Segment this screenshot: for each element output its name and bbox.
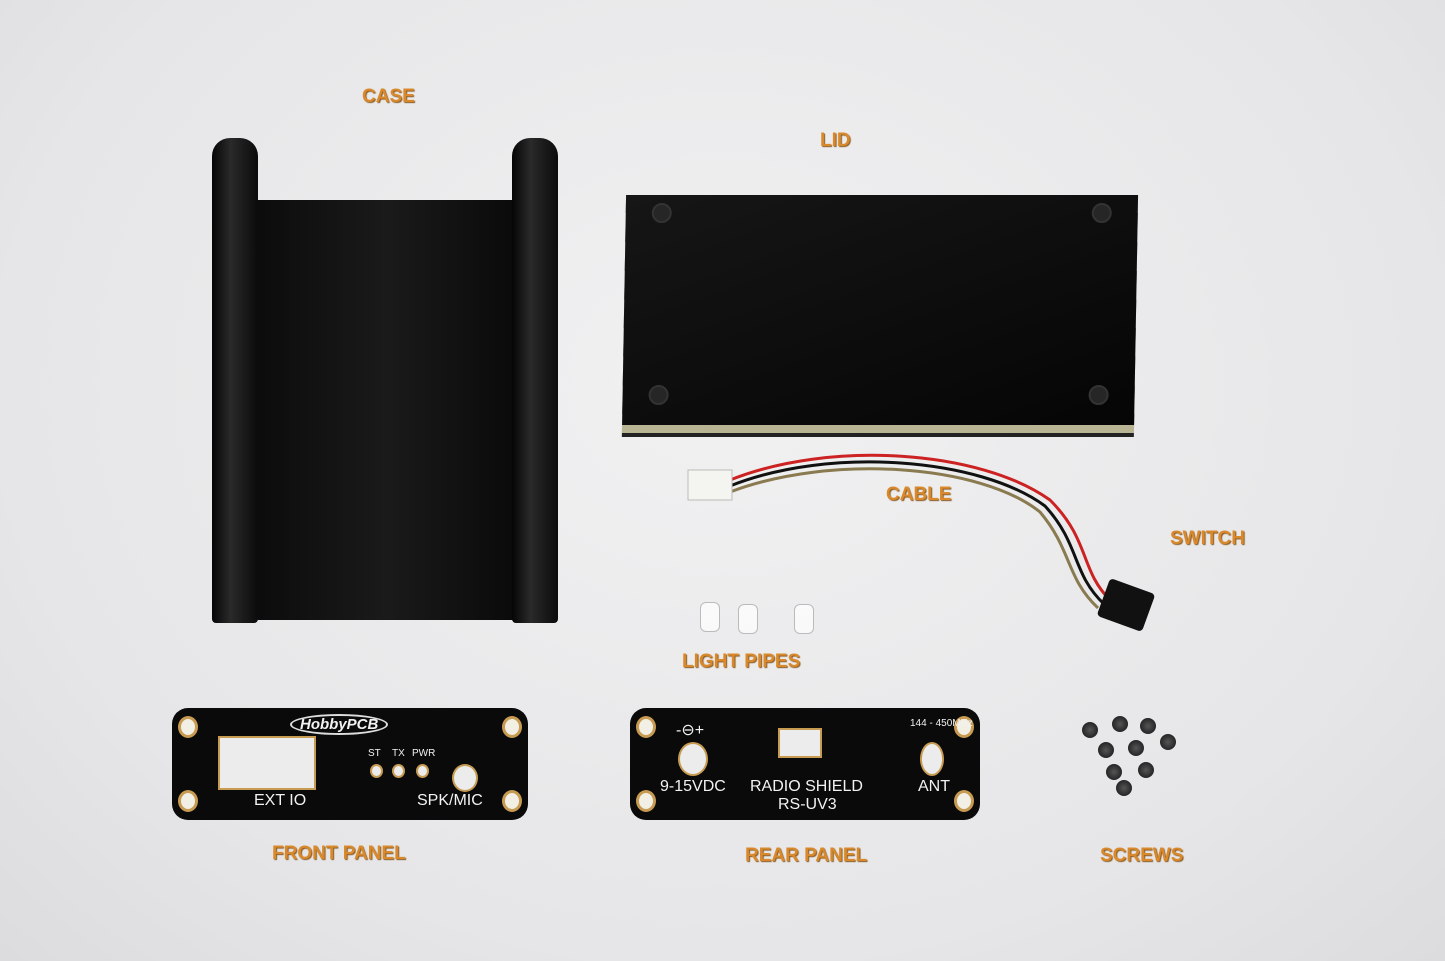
band-label: 144 - 450MHz <box>910 718 973 729</box>
case-floor <box>258 200 516 620</box>
lid-hole <box>1091 203 1112 223</box>
ext-io-label: EXT IO <box>254 792 307 809</box>
ant-label: ANT <box>918 778 950 795</box>
case-rail-right <box>512 138 558 623</box>
product-name: RADIO SHIELD <box>750 778 863 795</box>
front-panel: HobbyPCB ST TX PWR EXT IO SPK/MIC <box>172 708 528 820</box>
ext-io-window <box>218 736 316 790</box>
rear-panel: -⊖+ 144 - 450MHz 9-15VDC RADIO SHIELD RS… <box>630 708 980 820</box>
light-pipe <box>700 602 720 632</box>
led-label: PWR <box>412 748 436 759</box>
case-rail-left <box>212 138 258 623</box>
light-pipe <box>794 604 814 634</box>
spk-mic-label: SPK/MIC <box>417 792 483 809</box>
brand-logo: HobbyPCB <box>290 714 389 735</box>
label-front-panel: FRONT PANEL <box>272 843 406 864</box>
label-rear-panel: REAR PANEL <box>745 845 868 866</box>
lid-hole <box>648 385 669 405</box>
label-screws: SCREWS <box>1100 845 1184 866</box>
lid-hole <box>651 203 672 223</box>
label-cable: CABLE <box>886 484 952 505</box>
label-lid: LID <box>820 130 851 151</box>
polarity-symbol: -⊖+ <box>676 722 705 739</box>
light-pipe <box>738 604 758 634</box>
cable-connector <box>687 469 733 501</box>
cable-wires <box>687 453 1112 610</box>
lid-hole <box>1088 385 1109 405</box>
label-case: CASE <box>362 86 415 107</box>
lid <box>621 195 1139 433</box>
label-light-pipes: LIGHT PIPES <box>682 651 801 672</box>
label-switch: SWITCH <box>1170 528 1245 549</box>
power-label: 9-15VDC <box>660 778 726 795</box>
led-label: TX <box>392 748 405 759</box>
led-label: ST <box>368 748 381 759</box>
product-model: RS-UV3 <box>778 796 837 813</box>
